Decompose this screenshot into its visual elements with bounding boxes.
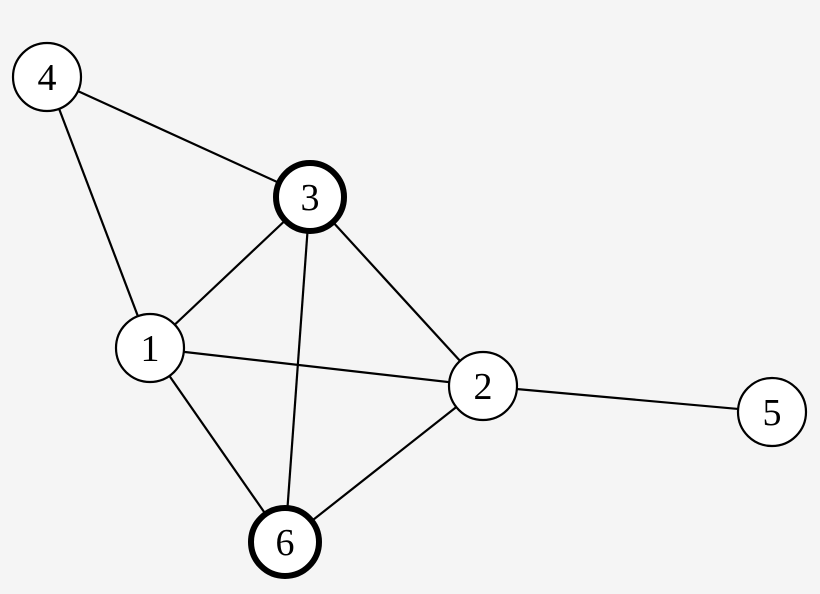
edge-2-6 xyxy=(284,385,484,543)
edge-4-1 xyxy=(45,76,152,349)
edge-1-2 xyxy=(149,346,484,388)
node-circle-6 xyxy=(248,505,322,579)
node-3: 3 xyxy=(273,160,347,234)
edge-4-3 xyxy=(46,75,311,199)
node-label-4: 4 xyxy=(38,57,57,99)
edge-3-6 xyxy=(283,196,312,543)
node-circle-3 xyxy=(273,160,347,234)
node-circle-1 xyxy=(114,312,186,384)
node-label-6: 6 xyxy=(276,522,295,564)
node-1: 1 xyxy=(114,312,186,384)
node-label-5: 5 xyxy=(763,392,782,434)
edge-3-2 xyxy=(309,196,484,387)
edge-2-5 xyxy=(482,384,773,414)
edge-1-6 xyxy=(149,347,286,543)
node-circle-2 xyxy=(447,350,519,422)
node-circle-5 xyxy=(736,376,808,448)
node-4: 4 xyxy=(11,41,83,113)
node-2: 2 xyxy=(447,350,519,422)
node-label-3: 3 xyxy=(301,177,320,219)
nodes-layer: 1 2 3 4 5 6 xyxy=(11,41,808,579)
node-circle-4 xyxy=(11,41,83,113)
edges-layer xyxy=(45,75,773,543)
node-label-2: 2 xyxy=(474,366,493,408)
node-label-1: 1 xyxy=(141,328,160,370)
node-5: 5 xyxy=(736,376,808,448)
node-6: 6 xyxy=(248,505,322,579)
